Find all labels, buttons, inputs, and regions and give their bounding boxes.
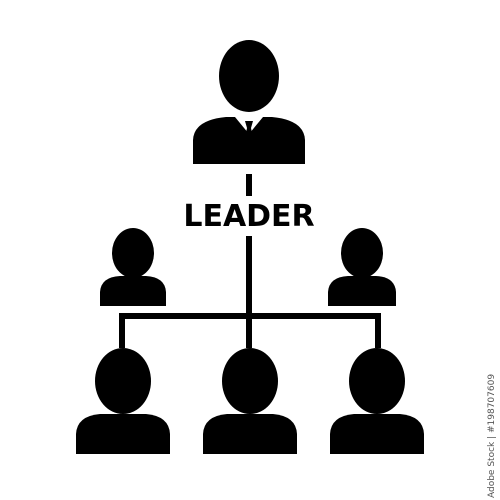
connector-lines xyxy=(119,174,381,348)
person-body xyxy=(328,276,396,306)
person-head xyxy=(341,228,383,278)
person-head xyxy=(349,348,405,414)
leader-person-icon xyxy=(193,40,305,164)
bottom-left-person-icon xyxy=(76,348,170,454)
person-body xyxy=(76,414,170,454)
person-body xyxy=(203,414,297,454)
person-head xyxy=(222,348,278,414)
leader-label: LEADER xyxy=(183,199,314,234)
person-head xyxy=(95,348,151,414)
middle-right-person-icon xyxy=(328,228,396,306)
person-body xyxy=(100,276,166,306)
person-body xyxy=(330,414,424,454)
leader-head xyxy=(219,40,279,112)
bottom-right-person-icon xyxy=(330,348,424,454)
middle-left-person-icon xyxy=(100,228,166,306)
bottom-center-person-icon xyxy=(203,348,297,454)
necktie-icon xyxy=(242,121,256,160)
stock-id-label: Adobe Stock | #198707609 xyxy=(487,374,497,498)
person-head xyxy=(112,228,154,278)
